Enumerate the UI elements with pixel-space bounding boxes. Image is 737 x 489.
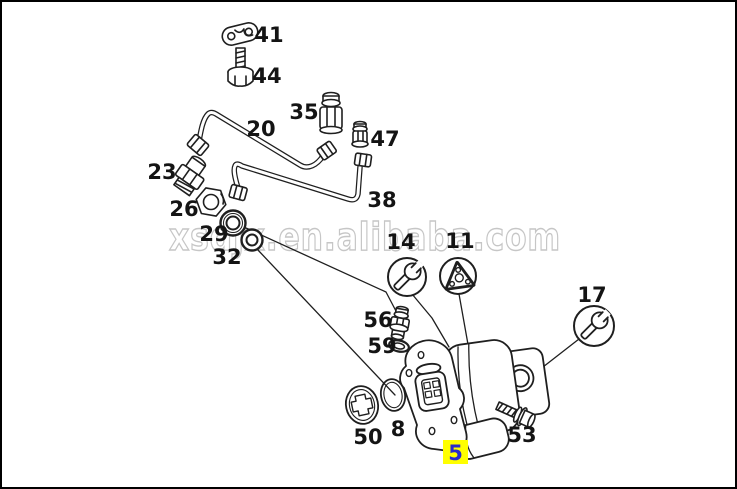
highlight-box <box>443 440 468 464</box>
label-11: 11 <box>445 229 474 253</box>
label-41: 41 <box>254 23 283 47</box>
callout-wrench-17 <box>573 305 615 347</box>
part-fitting-35 <box>319 91 343 135</box>
label-14: 14 <box>386 230 415 254</box>
part-bolt-44 <box>227 47 254 87</box>
label-38: 38 <box>367 188 396 212</box>
highlighted-label-5: 5 <box>443 440 468 465</box>
label-5: 5 <box>448 441 463 465</box>
callout-flange-11 <box>439 257 477 295</box>
label-26: 26 <box>169 197 198 221</box>
callout-wrench-14 <box>387 256 428 297</box>
label-47: 47 <box>370 127 399 151</box>
part-seal-59 <box>388 339 410 353</box>
triangular-flange-icon <box>444 260 476 291</box>
label-17: 17 <box>577 283 606 307</box>
part-pipe-20 <box>186 109 338 170</box>
label-56: 56 <box>363 308 392 332</box>
label-23: 23 <box>147 160 176 184</box>
part-valve-56 <box>389 305 411 341</box>
label-35: 35 <box>289 100 318 124</box>
part-nut-26 <box>195 187 227 217</box>
part-elbow-23 <box>173 155 207 197</box>
label-50: 50 <box>353 425 382 449</box>
part-disc-50 <box>344 385 380 425</box>
part-pipe-38 <box>228 152 373 203</box>
label-29: 29 <box>199 222 228 246</box>
label-8: 8 <box>391 417 406 441</box>
label-32: 32 <box>212 245 241 269</box>
part-seal-32 <box>240 228 264 252</box>
label-59: 59 <box>367 334 396 358</box>
label-53: 53 <box>507 423 536 447</box>
part-labels: 41 44 35 47 20 23 26 38 29 32 14 11 56 5… <box>147 23 606 449</box>
part-bolt-53 <box>495 401 536 429</box>
label-44: 44 <box>252 64 281 88</box>
label-20: 20 <box>246 117 275 141</box>
leader-lines <box>245 227 580 396</box>
part-fitting-47 <box>351 120 369 148</box>
part-seal-29 <box>219 209 247 237</box>
part-clamp-41 <box>221 22 259 46</box>
